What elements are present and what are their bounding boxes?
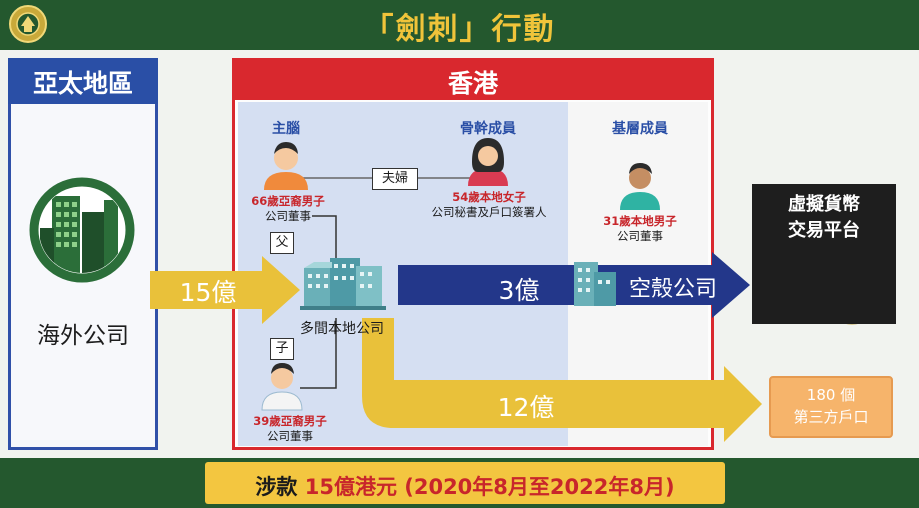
shell-companies-label: 空殼公司 <box>628 277 717 302</box>
crypto-exchange-label: 虛擬貨幣 交易平台 <box>752 192 896 244</box>
grassroots-description: 31歲本地男子 公司董事 <box>592 214 688 244</box>
son-tag: 子 <box>270 338 294 360</box>
core-member-description: 54歲本地女子 公司秘書及戶口簽署人 <box>414 190 564 220</box>
third-party-arrow <box>362 318 762 442</box>
mastermind-role-label: 主腦 <box>272 121 300 137</box>
grassroots-role-label: 基層成員 <box>612 121 668 137</box>
spouse-tag: 夫婦 <box>372 168 418 190</box>
third-party-line2: 第三方戶口 <box>793 408 869 426</box>
shell-amount: 3億 <box>498 276 540 305</box>
asia-pacific-title: 亞太地區 <box>32 69 133 98</box>
local-companies-label: 多間本地公司 <box>300 321 384 337</box>
father-tag: 父 <box>270 232 294 254</box>
core-member-person-icon <box>468 138 508 186</box>
third-party-accounts-box <box>769 376 893 438</box>
core-member-age-label: 54歲本地女子 <box>452 190 526 204</box>
inflow-arrow <box>150 256 300 324</box>
grassroots-person-icon <box>620 163 660 210</box>
crypto-line1: 虛擬貨幣 <box>788 194 860 215</box>
grassroots-age-label: 31歲本地男子 <box>603 214 677 228</box>
son-description: 39歲亞裔男子 公司董事 <box>240 414 340 444</box>
third-party-line1: 180 個 <box>806 386 856 404</box>
shell-companies-icon <box>574 262 616 306</box>
hong-kong-title: 香港 <box>447 69 498 98</box>
son-age-label: 39歲亞裔男子 <box>253 414 327 428</box>
footer-amount: 15億港元 (2020年8月至2022年8月) <box>304 475 675 499</box>
local-companies-icon <box>300 258 386 310</box>
mastermind-description: 66歲亞裔男子 公司董事 <box>238 194 338 224</box>
footer-label: 涉款 <box>255 475 298 499</box>
mastermind-person-icon <box>264 142 308 190</box>
grassroots-title-label: 公司董事 <box>617 229 663 243</box>
son-title-label: 公司董事 <box>267 429 313 443</box>
title-bar <box>0 0 919 50</box>
hong-kong-header <box>232 58 714 100</box>
third-party-accounts-label: 180 個 第三方戶口 <box>769 384 893 428</box>
city-building-icon <box>29 177 135 283</box>
crypto-line2: 交易平台 <box>788 220 860 241</box>
customs-emblem-icon <box>8 4 48 44</box>
overseas-company-label: 海外公司 <box>37 323 129 349</box>
core-member-title-label: 公司秘書及戶口簽署人 <box>431 205 547 219</box>
page-title: 「劍刺」行動 <box>363 12 556 47</box>
footer-summary: 涉款 15億港元 (2020年8月至2022年8月) <box>205 471 725 501</box>
footer-summary-box <box>205 462 725 504</box>
mastermind-title-label: 公司董事 <box>265 209 311 223</box>
third-party-amount: 12億 <box>497 393 555 422</box>
son-person-icon <box>261 363 303 411</box>
asia-pacific-header <box>8 58 158 104</box>
inflow-amount: 15億 <box>179 278 237 307</box>
crypto-exchange-box <box>752 184 896 324</box>
mastermind-age-label: 66歲亞裔男子 <box>251 194 325 208</box>
core-member-role-label: 骨幹成員 <box>460 121 516 137</box>
